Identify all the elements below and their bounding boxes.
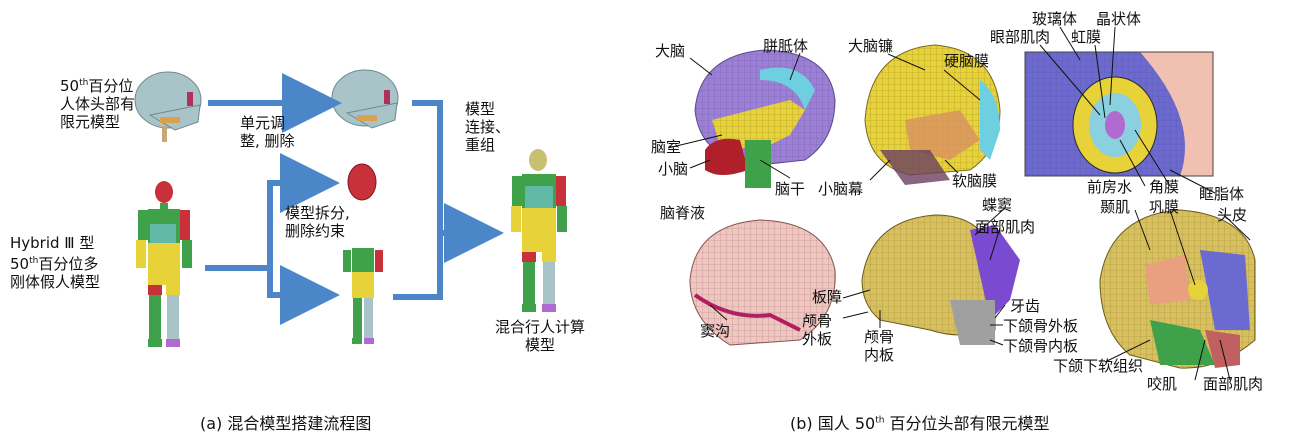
result-label: 混合行人计算 模型 [480, 318, 600, 354]
caption-b: (b) 国人 50th 百分位头部有限元模型 [790, 410, 1050, 434]
step-adjust-label: 单元调 整, 删除 [240, 114, 295, 150]
label-nieji: 颞肌 [1100, 198, 1130, 216]
label-xiaheguwaiban: 下颌骨外板 [1003, 317, 1078, 335]
eye-model-image [1025, 52, 1213, 176]
label-xiaonao: 小脑 [658, 160, 688, 178]
label-yanbujirou: 眼部肌肉 [990, 28, 1050, 46]
label-toupi: 头皮 [1217, 206, 1247, 224]
arrow-dummy-body [270, 268, 316, 295]
label-danaolian: 大脑镰 [848, 37, 893, 55]
label-banzhang: 板障 [812, 288, 842, 306]
label-xiaheguneiban: 下颌骨内板 [1003, 337, 1078, 355]
label-diedou: 蝶窦 [982, 196, 1012, 214]
label-naoshi: 脑室 [651, 138, 681, 156]
connect-label: 模型 连接、 重组 [465, 100, 510, 154]
label-jingzhuangti: 晶状体 [1096, 10, 1141, 28]
label-kuangzhiti: 眶脂体 [1199, 185, 1244, 203]
label-luguwaiban: 颅骨 外板 [802, 312, 842, 348]
arrow-body-to-merge [393, 233, 480, 297]
label-xiaonaomu: 小脑幕 [818, 180, 863, 198]
label-bolibi: 玻璃体 [1032, 10, 1077, 28]
label-naogan: 脑干 [775, 180, 805, 198]
label-pianzhiti: 胼胝体 [763, 37, 808, 55]
label-ruannaomo: 软脑膜 [952, 172, 997, 190]
label-dana: 大脑 [655, 42, 685, 60]
label-luguneiban: 颅骨 内板 [864, 328, 904, 364]
label-qianfangshui: 前房水 [1087, 178, 1132, 196]
label-hongmo: 虹膜 [1071, 28, 1101, 46]
step-split-label: 模型拆分, 删除约束 [285, 204, 350, 240]
hybrid-pedestrian-model-image [511, 149, 567, 312]
label-yaoji: 咬肌 [1147, 375, 1177, 393]
brain-model-image [695, 50, 835, 188]
label-naojiye: 脑脊液 [660, 204, 705, 222]
dummy-head-image [348, 164, 376, 200]
head-fe-model-image [135, 72, 201, 142]
label-douggou: 窦沟 [700, 322, 730, 340]
label-mianbujirou2: 面部肌肉 [1203, 375, 1263, 393]
label-mianbujirou: 面部肌肉 [975, 218, 1035, 236]
hybrid-dummy-image [136, 181, 192, 347]
label-gongmo: 巩膜 [1149, 198, 1179, 216]
arrow-adjusted-to-merge [412, 103, 440, 233]
caption-a: (a) 混合模型搭建流程图 [200, 410, 371, 434]
head-model-label: 50th百分位 人体头部有 限元模型 [60, 74, 135, 131]
dummy-body-image [343, 248, 383, 344]
label-yingnaomo: 硬脑膜 [944, 52, 989, 70]
label-xiaheruanzuzhi: 下颌下软组织 [1053, 357, 1143, 375]
head-fe-model-adjusted-image [332, 70, 398, 128]
label-yachi: 牙齿 [1010, 297, 1040, 315]
hybrid-dummy-label: Hybrid Ⅲ 型 50th百分位多 刚体假人模型 [10, 234, 100, 291]
label-jiaomo: 角膜 [1149, 178, 1179, 196]
